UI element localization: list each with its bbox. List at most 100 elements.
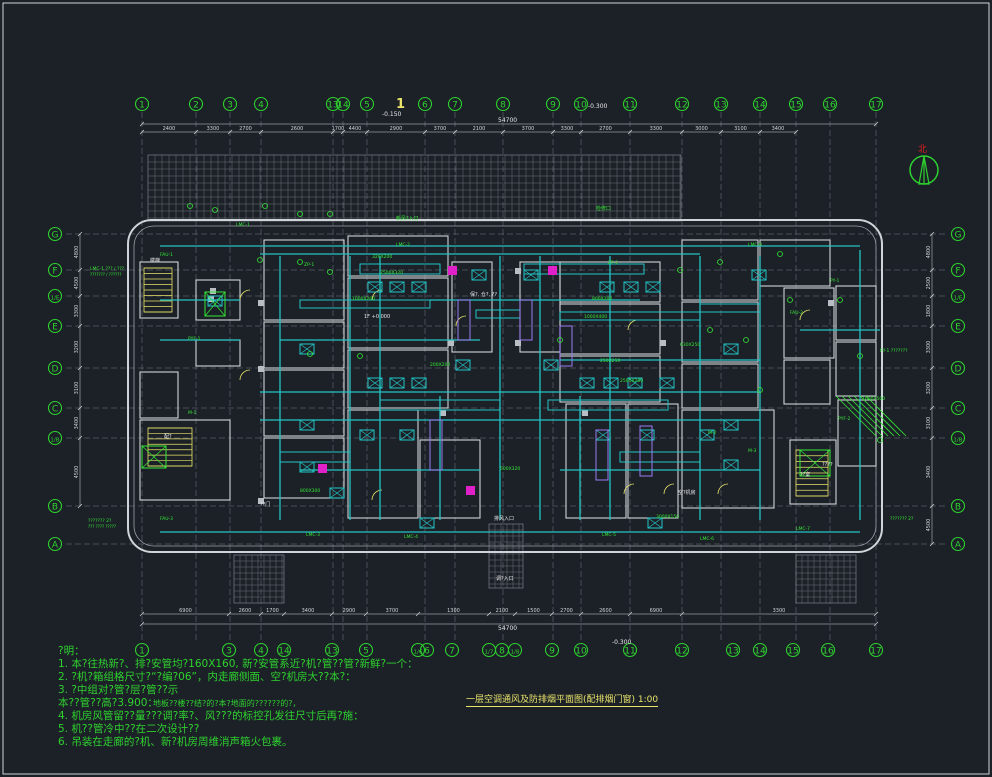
dim-tick: [627, 129, 633, 135]
leader-note: LMC-1 ??? / ???: [90, 266, 125, 272]
fan-coil-cross: [645, 281, 661, 293]
fan-coil-cross: [207, 295, 223, 307]
axis-bubble-label: 11: [624, 101, 635, 111]
fan-coil-cross: [699, 429, 715, 441]
fan-coil-cross: [411, 377, 427, 389]
room-wall: [347, 349, 449, 409]
fan-coil-unit: [329, 487, 345, 499]
column: [258, 300, 264, 306]
dim-text: 3300: [926, 341, 932, 354]
dim-tick: [549, 611, 555, 617]
diffuser: [757, 387, 763, 393]
axis-bubble: [47, 498, 63, 514]
room-wall: [347, 235, 449, 277]
dim-text: 6900: [179, 608, 192, 614]
axis-bubble: [545, 96, 561, 112]
fan-coil-cross: [723, 419, 739, 431]
dim-tick: [77, 435, 83, 441]
device-label: LMC-3: [306, 532, 320, 538]
room-wall: [195, 339, 241, 367]
axis-bubble: [674, 96, 690, 112]
axis-bubble-label: 14: [754, 101, 766, 111]
duct-size-label: 2500X200: [620, 378, 643, 384]
axis-bubble-label: 13: [727, 647, 738, 657]
drawing-title: 一层空调通风及防排烟平面图(配排烟门窗) 1:00: [466, 695, 659, 707]
dim-tick: [500, 129, 506, 135]
ductwork: [160, 245, 907, 533]
axis-bubble-label: E: [52, 323, 58, 333]
axis-bubble: [47, 360, 63, 376]
equipment-cross: [799, 449, 831, 477]
leader-note: ??????? 2?: [890, 516, 914, 522]
axis-bubble-label: 2: [193, 101, 199, 111]
dim-tick: [77, 231, 83, 237]
axis-bubble: [713, 96, 729, 112]
door-arc: [717, 483, 729, 495]
stair-frame: [143, 267, 173, 313]
door-arc: [371, 489, 383, 501]
axis-bubble-label: B: [955, 503, 961, 513]
exhaust-pipe: [847, 395, 889, 437]
dim-tick: [627, 611, 633, 617]
axis-bubble-label: 12: [676, 647, 687, 657]
level-mark-top-left: -0.150: [382, 111, 402, 118]
fan-coil-unit: [455, 359, 471, 371]
room-label: 新风?入口: [396, 215, 419, 222]
axis-bubble: [573, 642, 589, 658]
axis-bubble-label: 6: [422, 101, 428, 111]
dim-tick: [77, 405, 83, 411]
fan-coil-cross: [419, 517, 435, 529]
axis-bubble: [134, 642, 150, 658]
diffuser: [707, 327, 713, 333]
room-label: 空?机房: [678, 489, 696, 496]
axis-bubble-label: 1/7: [485, 650, 494, 656]
device-label: FAU-2: [790, 310, 803, 316]
diffuser: [677, 267, 683, 273]
dim-text: 2600: [291, 126, 304, 132]
dim-tick: [139, 129, 145, 135]
duct-size-label: 250X250: [600, 358, 620, 364]
fan-coil-cross: [299, 461, 315, 473]
dim-tick: [679, 611, 685, 617]
axis-bubble: [752, 96, 768, 112]
axis-bubble: [622, 642, 638, 658]
room-wall: [263, 239, 345, 321]
axis-bubble: [335, 96, 351, 112]
dim-text: 3300: [74, 305, 80, 318]
dim-tick: [77, 323, 83, 329]
axis-bubble: [507, 642, 523, 658]
dim-tick: [227, 129, 233, 135]
fan-coil-cross: [647, 517, 663, 529]
dim-text: 3000: [695, 126, 708, 132]
dim-tick: [422, 129, 428, 135]
fan-coil-unit: [299, 461, 315, 473]
diffuser: [327, 269, 333, 275]
axis-bubble-label: 4: [258, 647, 264, 657]
dim-text: 1500: [527, 608, 540, 614]
axis-bubble-label: 7: [452, 101, 458, 111]
room-wall: [263, 321, 345, 369]
fan-coil-unit: [699, 429, 715, 441]
dim-text: 3400: [74, 417, 80, 430]
room-wall: [835, 285, 877, 341]
device-label: FAU-3: [160, 516, 173, 522]
diffuser: [212, 207, 218, 213]
room-label: 配?: [164, 434, 172, 440]
dim-text: 2900: [390, 126, 403, 132]
device-label: ZP-1: [304, 262, 314, 268]
fan-coil-cross: [751, 269, 767, 281]
dim-text: 4800: [926, 246, 932, 259]
dim-tick: [578, 611, 584, 617]
hatch-areas: [147, 154, 857, 604]
dim-tick: [929, 365, 935, 371]
axis-bubble-label: 1/B: [953, 438, 962, 444]
device-label: LMC-8: [748, 242, 762, 248]
hatch-frame: [488, 523, 524, 589]
room-wall: [681, 301, 759, 363]
dim-text: 1700: [266, 608, 279, 614]
dim-tick: [364, 129, 370, 135]
diffuser: [257, 257, 263, 263]
fan-coil-unit: [723, 419, 739, 431]
leader-note: PY-1 ???????: [880, 348, 908, 354]
